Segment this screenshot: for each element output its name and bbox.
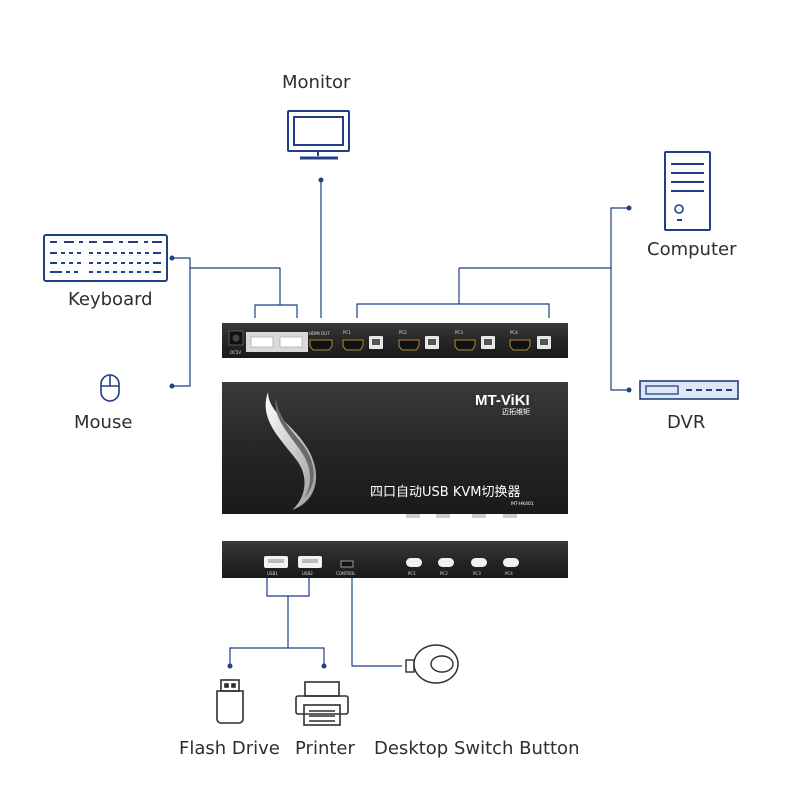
desktop-switch-icon [405, 644, 459, 684]
monitor-label: Monitor [282, 72, 351, 93]
computer-label: Computer [647, 239, 737, 260]
keyboard-connector-line [172, 257, 281, 305]
computer-dvr-trunk [610, 207, 629, 391]
dvr-icon [639, 380, 739, 400]
dvr-label: DVR [667, 412, 706, 433]
connector-dots [169, 177, 632, 669]
monitor-icon [287, 110, 350, 160]
kvm-main-body: MT-ViKI 迈拓维矩 四口自动USB KVM切换器 MT-HK401 [222, 382, 568, 518]
pc-port-group-1 [342, 336, 383, 351]
printer-icon [295, 681, 349, 726]
pc3-back-label: PC3 [455, 330, 463, 335]
flash-drive-label: Flash Drive [179, 738, 280, 759]
computer-icon [664, 151, 711, 231]
pc2-front-label: PC2 [440, 571, 448, 576]
pc1-front-label: PC1 [408, 571, 416, 576]
front-usb-ports [264, 556, 322, 568]
pc4-front-label: PC4 [505, 571, 513, 576]
power-port [228, 330, 244, 346]
control-connector-line [351, 578, 402, 667]
printer-label: Printer [295, 738, 355, 759]
pc-port-group-3 [454, 336, 495, 351]
hdmi-out-port [309, 339, 333, 351]
brand-name: MT-ViKI [475, 392, 530, 409]
back-usb-bracket [254, 304, 298, 318]
model-number: MT-HK401 [511, 501, 534, 507]
connector-lines [172, 180, 629, 667]
keyboard-icon [43, 234, 168, 282]
kvm-front-panel: USB1 USB2 CONTROL PC1 PC2 PC3 PC4 [222, 541, 568, 578]
control-label: CONTROL [336, 571, 356, 576]
brand-swoosh-logo [265, 392, 317, 510]
pc-port-group-2 [398, 336, 439, 351]
flash-printer-bracket [229, 647, 325, 666]
power-port-label: DC5V [230, 350, 241, 355]
pc-port-group-4 [509, 336, 551, 351]
back-usb-ports [246, 332, 308, 352]
mouse-label: Mouse [74, 412, 133, 433]
pc2-back-label: PC2 [399, 330, 407, 335]
front-usb-bracket [266, 578, 310, 597]
top-edge-buttons [406, 514, 517, 518]
keyboard-label: Keyboard [68, 289, 153, 310]
control-port [340, 560, 354, 568]
pc-ports-bracket [356, 303, 550, 318]
usb2-label: USB2 [302, 571, 313, 576]
usb1-label: USB1 [267, 571, 278, 576]
brand-name-cn: 迈拓维矩 [502, 407, 530, 416]
hdmi-out-label: HDMI OUT [309, 331, 330, 336]
mouse-icon [100, 374, 120, 402]
desktop-switch-button-label: Desktop Switch Button [374, 738, 580, 759]
front-pc-buttons [406, 558, 519, 567]
kvm-back-panel: DC5V HDMI OUT PC1 PC2 PC3 PC4 [222, 323, 568, 358]
product-name: 四口自动USB KVM切换器 [370, 485, 520, 500]
pc4-back-label: PC4 [510, 330, 518, 335]
flash-drive-icon [216, 679, 244, 724]
pc3-front-label: PC3 [473, 571, 481, 576]
mouse-connector-line [172, 268, 191, 387]
pc1-back-label: PC1 [343, 330, 351, 335]
